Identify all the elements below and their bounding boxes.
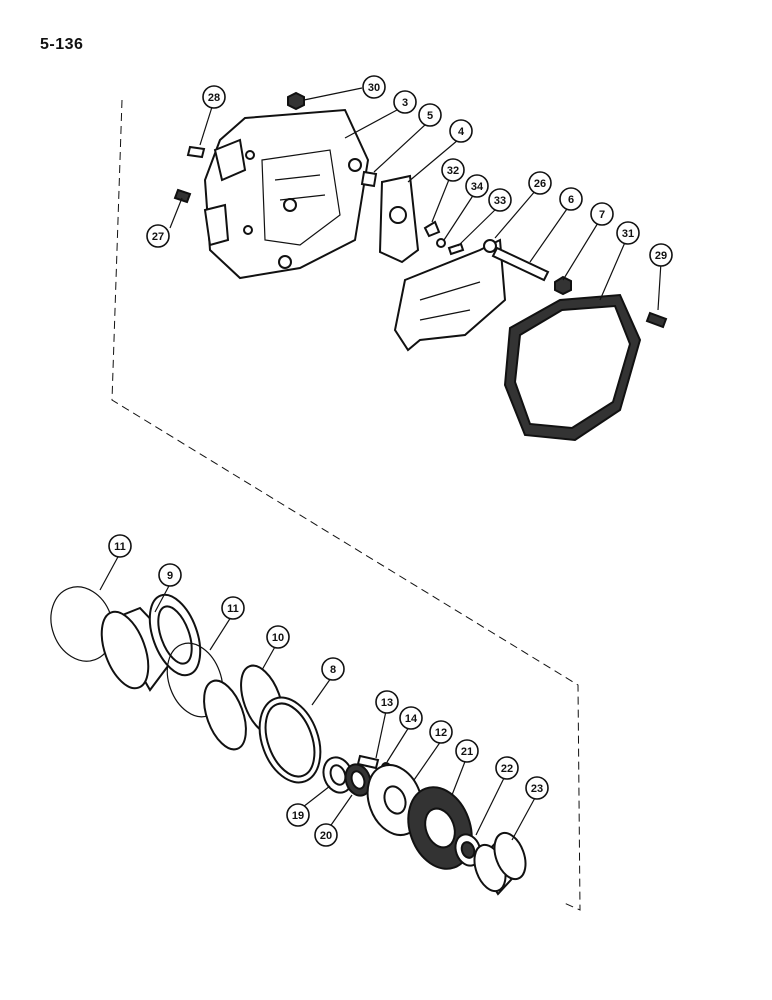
callout-33: 33: [488, 188, 512, 212]
washer-19: [322, 756, 354, 794]
callout-34: 34: [465, 174, 489, 198]
seal-20: [344, 763, 372, 797]
callout-label: 9: [167, 570, 173, 582]
callout-22: 22: [495, 756, 519, 780]
callout-label: 20: [320, 830, 332, 842]
callout-label: 12: [435, 727, 447, 739]
callout-32: 32: [441, 158, 465, 182]
nut-7: [554, 275, 572, 296]
callout-label: 31: [622, 228, 634, 240]
callout-8: 8: [321, 657, 345, 681]
callout-11-left: 11: [108, 534, 132, 558]
callout-label: 19: [292, 810, 304, 822]
callout-label: 33: [494, 195, 506, 207]
bearing-23: [473, 831, 527, 896]
callout-label: 34: [471, 181, 484, 193]
callout-label: 3: [402, 97, 408, 109]
stud-29: [645, 311, 668, 329]
assembly-boundary: [111, 99, 581, 911]
callout-label: 11: [114, 541, 126, 553]
callout-11-right: 11: [221, 596, 245, 620]
leader-lines: [99, 87, 662, 841]
callout-7: 7: [590, 202, 614, 226]
bolt-13: [356, 754, 380, 770]
bearing-cap-4: [378, 174, 420, 264]
sleeve-9: [100, 593, 202, 692]
callout-label: 4: [458, 126, 465, 138]
callout-label: 26: [534, 178, 546, 190]
callout-label: 30: [368, 82, 380, 94]
sleeve-5: [360, 170, 378, 188]
bracket-26: [393, 238, 507, 352]
callout-29: 29: [649, 243, 673, 267]
nut-30: [287, 91, 305, 111]
callout-14: 14: [399, 706, 423, 730]
shim-8: [258, 696, 322, 784]
callout-label: 28: [208, 92, 220, 104]
callout-label: 22: [501, 763, 513, 775]
carrier-housing: [203, 108, 370, 280]
callout-label: 27: [152, 231, 164, 243]
callout-label: 8: [330, 664, 336, 676]
callout-label: 14: [405, 713, 418, 725]
callout-9: 9: [158, 563, 182, 587]
page-number: 5-136: [40, 36, 84, 53]
stud-27: [173, 188, 192, 204]
callout-label: 21: [461, 746, 473, 758]
callout-31: 31: [616, 221, 640, 245]
callout-12: 12: [429, 720, 453, 744]
callout-23: 23: [525, 776, 549, 800]
callout-label: 29: [655, 250, 667, 262]
callout-5: 5: [418, 103, 442, 127]
callout-27: 27: [146, 224, 170, 248]
callout-30: 30: [362, 75, 386, 99]
callout-label: 32: [447, 165, 459, 177]
callout-4: 4: [449, 119, 473, 143]
bolt-33: [447, 242, 465, 256]
callout-label: 13: [381, 697, 393, 709]
clip-32: [423, 220, 441, 238]
callout-label: 6: [568, 194, 574, 206]
callout-19: 19: [286, 803, 310, 827]
callout-21: 21: [455, 739, 479, 763]
washer-34: [436, 238, 446, 248]
callout-label: 11: [227, 603, 239, 615]
dowel-28: [186, 145, 206, 159]
callout-label: 5: [427, 110, 433, 122]
callout-label: 7: [599, 209, 605, 221]
callout-6: 6: [559, 187, 583, 211]
callout-28: 28: [202, 85, 226, 109]
callout-3: 3: [393, 90, 417, 114]
stud-6: [491, 246, 550, 282]
callout-26: 26: [528, 171, 552, 195]
callout-label: 23: [531, 783, 543, 795]
callout-13: 13: [375, 690, 399, 714]
callout-label: 10: [272, 632, 284, 644]
callout-10: 10: [266, 625, 290, 649]
callout-20: 20: [314, 823, 338, 847]
